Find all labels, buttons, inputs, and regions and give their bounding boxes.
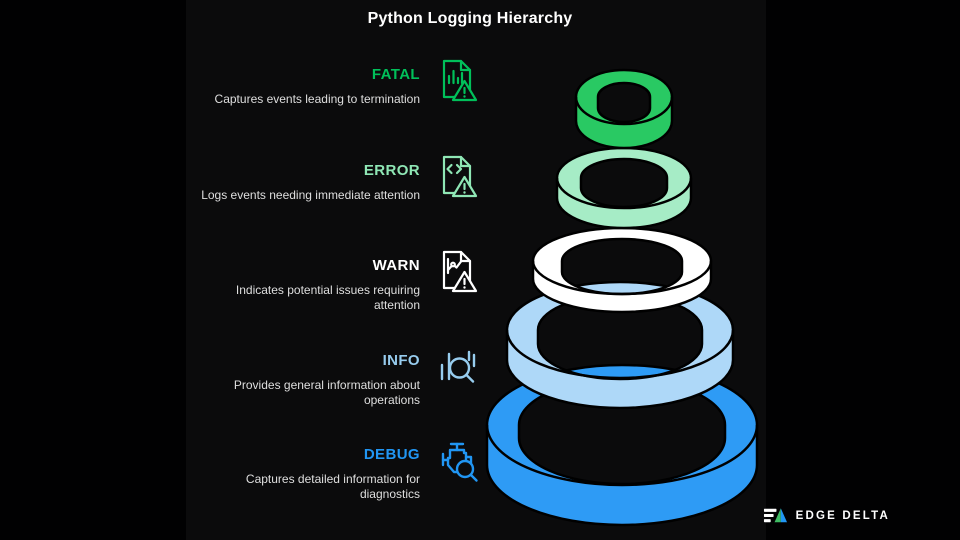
level-description-fatal: Captures events leading to termination <box>214 92 420 106</box>
level-description-debug: Captures detailed information for diagno… <box>245 472 420 501</box>
edge-delta-logo: EDGE DELTA <box>763 503 890 528</box>
level-row-debug: DEBUG Captures detailed information for … <box>150 436 480 501</box>
level-description-warn: Indicates potential issues requiring att… <box>235 283 420 312</box>
document-code-warning-icon <box>432 152 480 200</box>
engine-magnifier-icon <box>432 436 480 484</box>
level-description-error: Logs events needing immediate attention <box>201 188 420 202</box>
ring-fatal <box>574 68 674 150</box>
edge-delta-wordmark: EDGE DELTA <box>795 509 890 522</box>
document-barchart-warning-icon <box>432 56 480 104</box>
edge-delta-logo-icon <box>763 508 787 523</box>
level-label-fatal: FATAL <box>371 66 420 83</box>
level-label-warn: WARN <box>372 257 420 274</box>
document-linechart-warning-icon <box>432 247 480 295</box>
level-label-debug: DEBUG <box>363 446 420 463</box>
ring-warn <box>531 226 713 314</box>
level-row-info: INFO Provides general information about … <box>150 342 480 407</box>
page-title: Python Logging Hierarchy <box>367 10 573 27</box>
ring-error <box>555 146 693 230</box>
level-row-error: ERROR Logs events needing immediate atte… <box>150 152 480 203</box>
barchart-magnifier-icon <box>432 342 480 390</box>
level-row-fatal: FATAL Captures events leading to termina… <box>150 56 480 107</box>
level-label-error: ERROR <box>363 162 420 179</box>
level-description-info: Provides general information about opera… <box>233 378 420 407</box>
level-row-warn: WARN Indicates potential issues requirin… <box>150 247 480 312</box>
level-label-info: INFO <box>382 352 420 369</box>
